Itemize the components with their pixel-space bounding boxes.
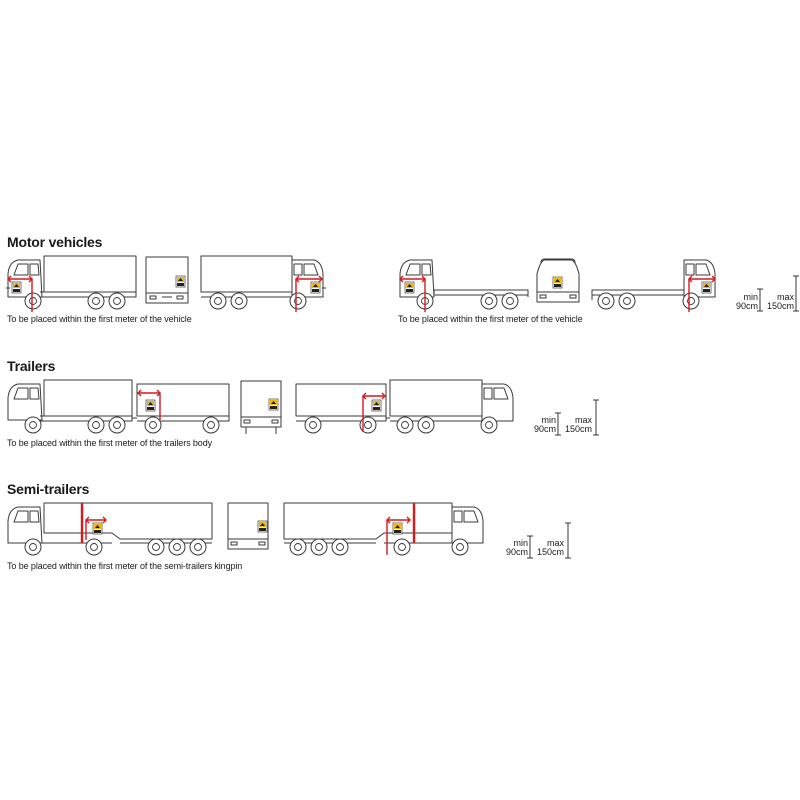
- dim-min-label: min: [541, 415, 556, 425]
- caption-motor-left: To be placed within the first meter of t…: [7, 314, 192, 324]
- placement-markers: [7, 275, 716, 555]
- dim-min-label: min: [743, 292, 758, 302]
- dim-max-label: max: [546, 538, 564, 548]
- dim-min-label: min: [513, 538, 528, 548]
- dim-max-value: 150cm: [766, 301, 794, 311]
- dim-max-value: 150cm: [536, 547, 564, 557]
- heading-trailers: Trailers: [7, 358, 56, 374]
- dim-min-value: 90cm: [735, 301, 758, 311]
- heading-motor-vehicles: Motor vehicles: [7, 234, 103, 250]
- dim-min-value: 90cm: [533, 424, 556, 434]
- dim-min-value: 90cm: [505, 547, 528, 557]
- trailers-truck-with-trailer-right: [295, 379, 514, 422]
- dim-max-label: max: [574, 415, 592, 425]
- motor-box-rear-view: [145, 256, 189, 304]
- semi-trailer-left: [7, 502, 213, 544]
- caption-motor-right: To be placed within the first meter of t…: [398, 314, 583, 324]
- motor-truck-side-right: [200, 255, 326, 298]
- dim-max-label: max: [776, 292, 794, 302]
- caption-trailers: To be placed within the first meter of t…: [7, 438, 213, 448]
- dimension-bars: [527, 275, 799, 559]
- motor-truck-side-left: [6, 255, 137, 298]
- trailers-truck-with-trailer-left: [7, 379, 230, 422]
- caption-semi-trailers: To be placed within the first meter of t…: [7, 561, 243, 571]
- dim-max-value: 150cm: [564, 424, 592, 434]
- semi-trailer-right: [283, 502, 484, 544]
- heading-semi-trailers: Semi-trailers: [7, 481, 90, 497]
